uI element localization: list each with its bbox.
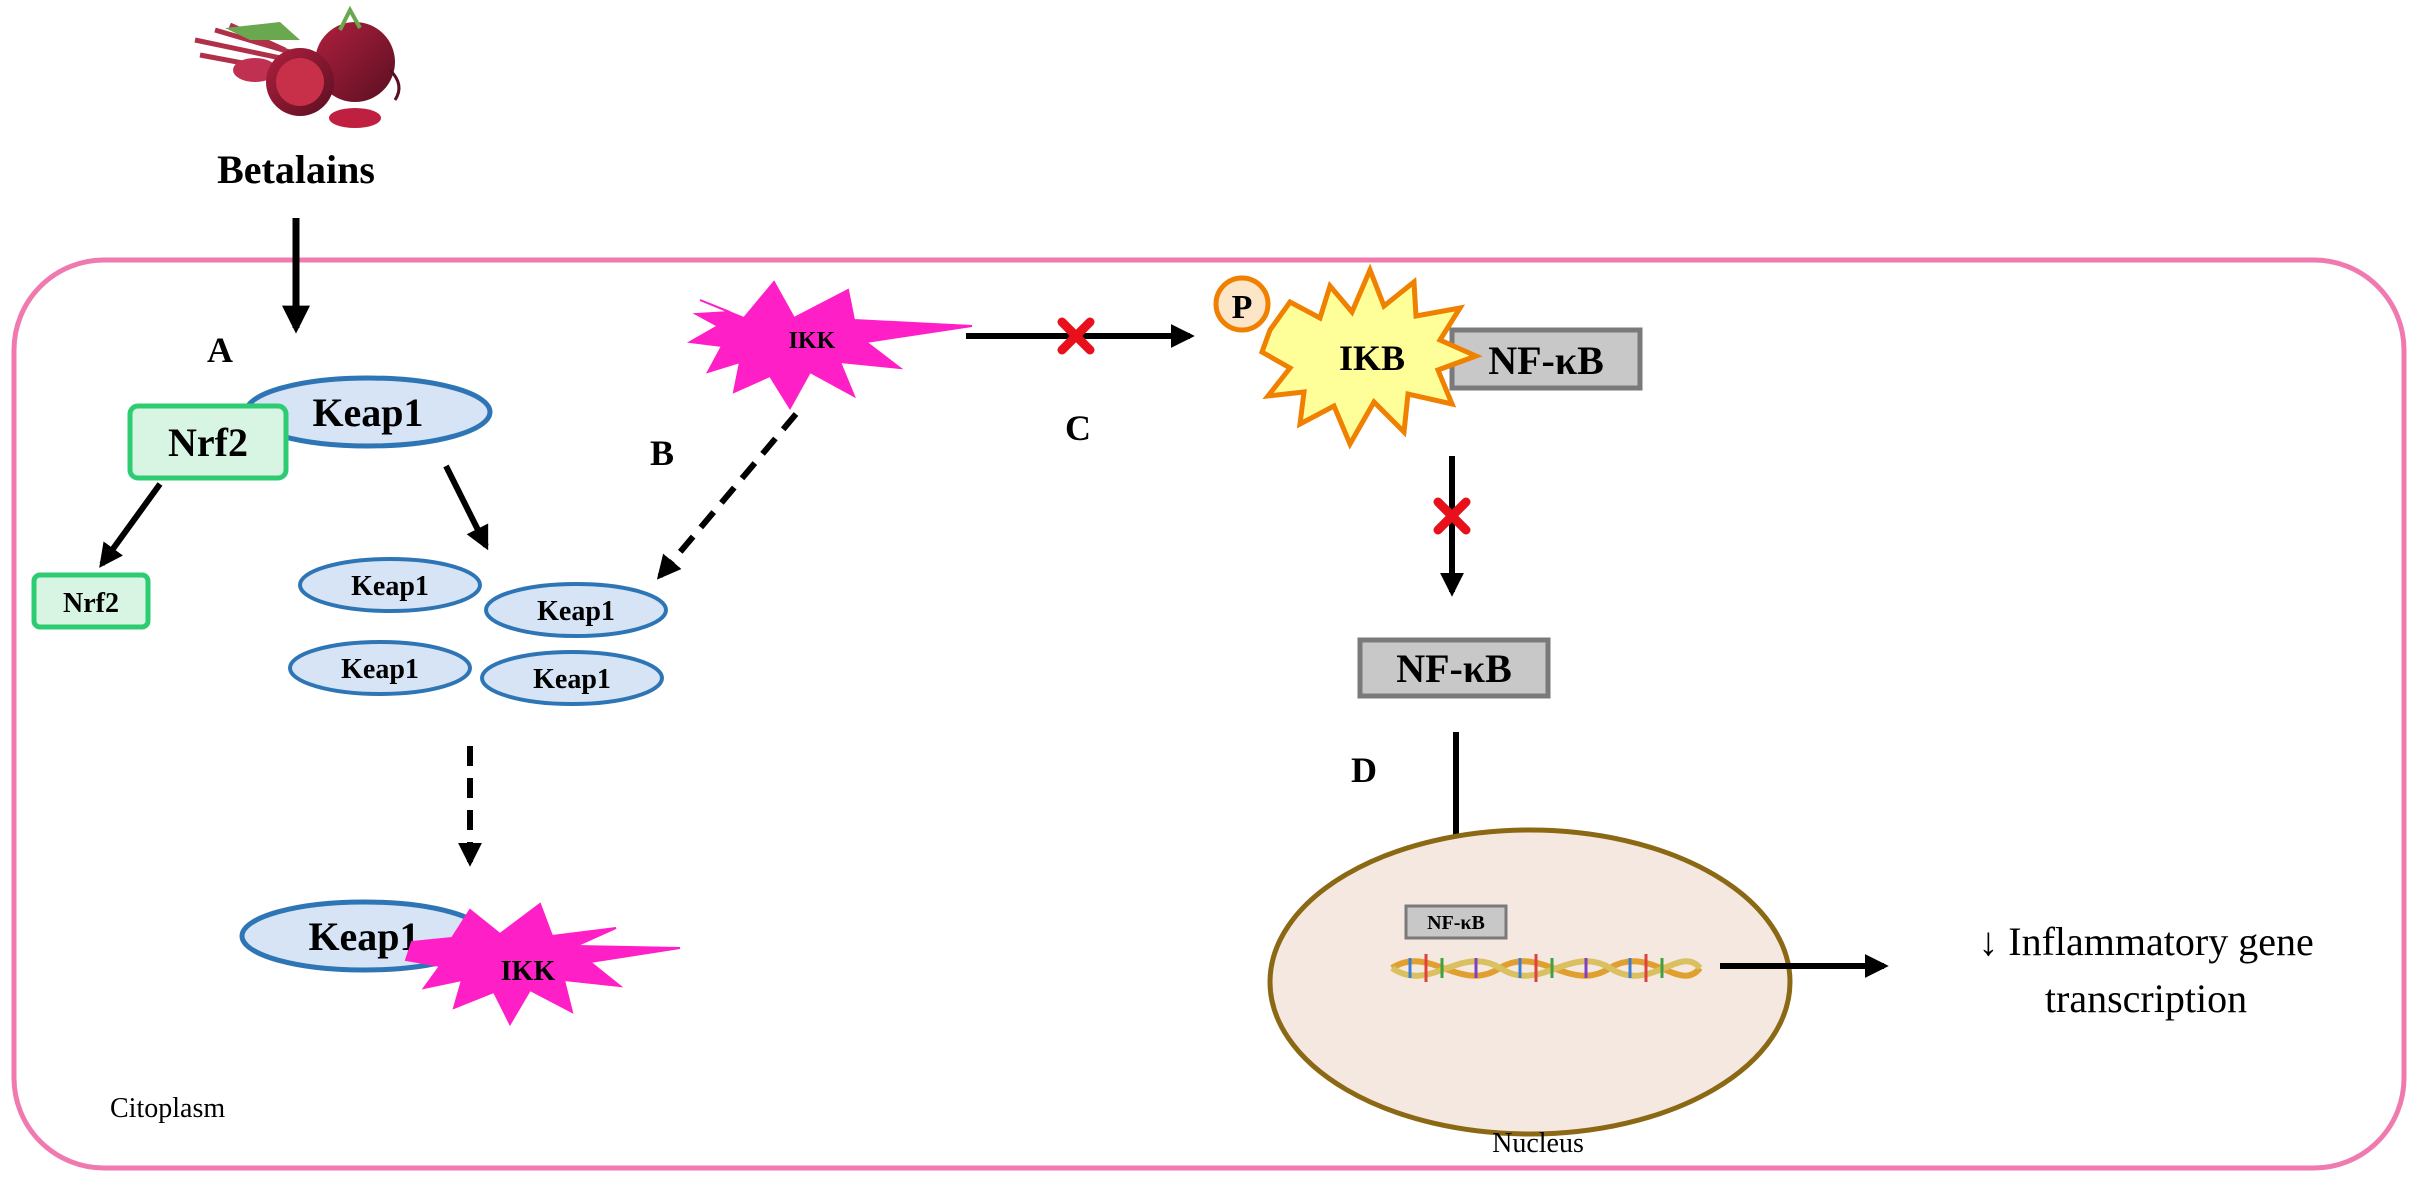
panel-label-d: D bbox=[1351, 750, 1377, 790]
ikk-complex-star bbox=[404, 902, 681, 1027]
nrf2-box-label: Nrf2 bbox=[168, 420, 248, 465]
nucleus-nfkb-box bbox=[1404, 904, 1508, 940]
keap1-ikk-complex-label: Keap1 bbox=[308, 914, 419, 959]
keap1-free-2-label: Keap1 bbox=[537, 596, 615, 627]
keap1-free-3-label: Keap1 bbox=[341, 654, 419, 685]
cell-membrane bbox=[11, 257, 2407, 1171]
keap1-free-1-label: Keap1 bbox=[351, 571, 429, 602]
free-nrf2-label: Nrf2 bbox=[63, 588, 119, 619]
nfkb-complex-label: NF-κB bbox=[1488, 338, 1604, 383]
block-mark-nfkb bbox=[1433, 497, 1471, 535]
outcome-line-1: ↓ Inflammatory gene bbox=[1978, 919, 2313, 964]
phospho-circle bbox=[1213, 275, 1271, 333]
dna-helix bbox=[1390, 954, 1703, 982]
outcome-line-2: transcription bbox=[2045, 976, 2247, 1021]
ikk-star bbox=[686, 280, 973, 410]
arrow-nrf2-release bbox=[99, 482, 163, 568]
citoplasm-label: Citoplasm bbox=[110, 1093, 225, 1124]
ikk-label: IKK bbox=[789, 328, 836, 354]
nucleus-label: Nucleus bbox=[1492, 1128, 1584, 1159]
betalains-label: Betalains bbox=[217, 147, 375, 192]
block-mark-c bbox=[1057, 317, 1095, 355]
ikk-complex-label: IKK bbox=[501, 956, 556, 987]
nfkb-free-box bbox=[1357, 637, 1551, 699]
nfkb-free-label: NF-κB bbox=[1396, 646, 1512, 691]
nrf2-box bbox=[127, 403, 289, 481]
ikb-star bbox=[1258, 263, 1483, 450]
free-nrf2-box bbox=[31, 572, 151, 630]
beetroot-illustration bbox=[194, 5, 401, 128]
phospho-label: P bbox=[1232, 289, 1253, 326]
keap1-complex-label: Keap1 bbox=[312, 390, 423, 435]
panel-label-c: C bbox=[1065, 408, 1091, 448]
panel-label-b: B bbox=[650, 433, 674, 473]
keap1-free-2 bbox=[484, 582, 668, 638]
keap1-free-4 bbox=[480, 650, 664, 706]
arrow-ikk-to-keap1-dashed bbox=[656, 412, 799, 580]
nucleus bbox=[1267, 827, 1793, 1137]
arrow-keap1-release bbox=[443, 464, 489, 551]
panel-label-a: A bbox=[207, 330, 233, 370]
nucleus-nfkb-label: NF-κB bbox=[1427, 912, 1485, 934]
keap1-free-4-label: Keap1 bbox=[533, 664, 611, 695]
keap1-free-3 bbox=[288, 640, 472, 696]
keap1-free-1 bbox=[298, 557, 482, 613]
ikb-label: IKB bbox=[1339, 338, 1405, 378]
